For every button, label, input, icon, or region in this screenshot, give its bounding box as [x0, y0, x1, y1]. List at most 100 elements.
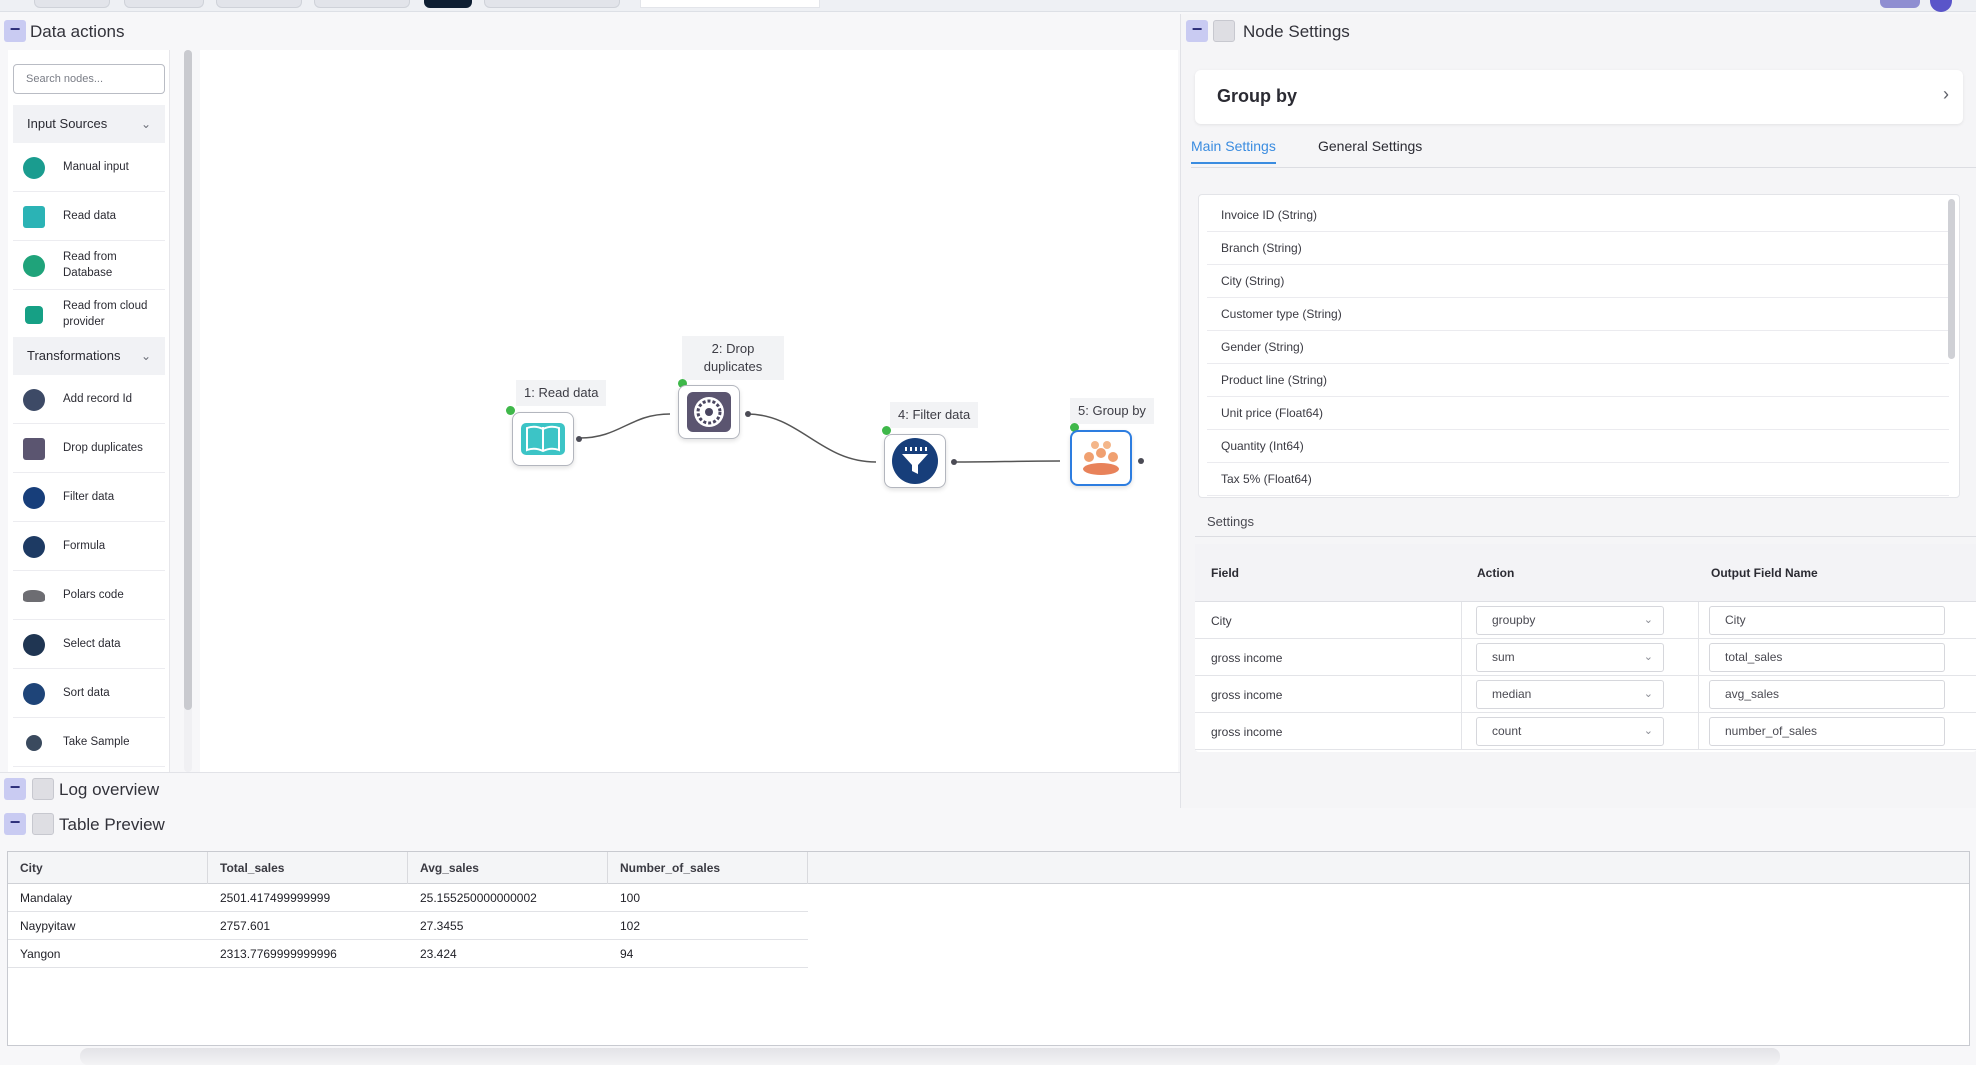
sidebar-item-label: Filter data — [63, 491, 115, 503]
action-select-value: median — [1492, 687, 1532, 701]
list-item[interactable]: Gender (String) — [1207, 331, 1949, 364]
horizontal-scrollbar[interactable] — [80, 1048, 1780, 1065]
data-actions-title: Data actions — [30, 22, 125, 41]
sidebar-item-read-database[interactable]: Read from Database — [13, 241, 165, 290]
table-cell: 2757.601 — [220, 919, 271, 933]
toolbar-button-2[interactable] — [124, 0, 204, 8]
avatar[interactable] — [1930, 0, 1952, 12]
toolbar-button-5[interactable] — [484, 0, 620, 8]
node-output-port[interactable] — [745, 411, 751, 417]
list-item[interactable]: Product line (String) — [1207, 364, 1949, 397]
flow-canvas[interactable]: 1: Read data 2: Drop duplicates 4: Filte… — [200, 50, 1178, 772]
action-select[interactable]: groupby⌄ — [1476, 606, 1664, 635]
table-row: Yangon 2313.7769999999996 23.424 94 — [8, 940, 808, 968]
action-select-value: count — [1492, 724, 1522, 738]
node-output-port[interactable] — [576, 436, 582, 442]
column-header[interactable]: Avg_sales — [408, 852, 608, 884]
node-type-title: Group by — [1217, 86, 1297, 106]
sidebar-item-manual-input[interactable]: Manual input — [13, 143, 165, 192]
node-header-card[interactable]: Group by › — [1195, 70, 1963, 124]
settings-section-label: Settings — [1207, 514, 1254, 529]
list-item[interactable]: Tax 5% (Float64) — [1207, 463, 1949, 496]
column-header[interactable]: Total_sales — [208, 852, 408, 884]
group-transformations[interactable]: Transformations ⌄ — [13, 337, 165, 375]
node-output-port[interactable] — [1138, 458, 1144, 464]
sidebar-item-formula[interactable]: Formula — [13, 522, 165, 571]
node-filter-data[interactable] — [884, 434, 946, 488]
sidebar-scrollbar[interactable] — [184, 50, 192, 772]
divider — [1461, 676, 1462, 712]
sidebar-item-polars-code[interactable]: Polars code — [13, 571, 165, 620]
action-select[interactable]: sum⌄ — [1476, 643, 1664, 672]
node-output-port[interactable] — [951, 459, 957, 465]
group-input-sources[interactable]: Input Sources ⌄ — [13, 105, 165, 143]
toolbar-pill[interactable] — [1880, 0, 1920, 8]
tab-general-settings[interactable]: General Settings — [1318, 138, 1423, 154]
table-cell: Mandalay — [20, 891, 73, 905]
toolbar-flow-name[interactable] — [640, 0, 820, 8]
chevron-down-icon: ⌄ — [140, 349, 151, 363]
sidebar-item-label: Sort data — [63, 687, 110, 699]
list-item[interactable]: Branch (String) — [1207, 232, 1949, 265]
toolbar-button-3[interactable] — [216, 0, 302, 8]
chevron-down-icon: ⌄ — [140, 117, 151, 131]
node-input-port[interactable] — [506, 406, 515, 415]
sidebar-item-select-data[interactable]: Select data — [13, 620, 165, 669]
table-row: Naypyitaw 2757.601 27.3455 102 — [8, 912, 808, 940]
tab-main-settings[interactable]: Main Settings — [1191, 138, 1276, 164]
column-list-scrollbar[interactable] — [1948, 199, 1955, 359]
chevron-right-icon[interactable]: › — [1943, 84, 1949, 104]
collapse-log-overview-button[interactable]: − — [4, 778, 26, 800]
action-select[interactable]: median⌄ — [1476, 680, 1664, 709]
column-header[interactable]: Number_of_sales — [608, 852, 808, 884]
node-group-by[interactable] — [1070, 430, 1132, 486]
column-header[interactable]: City — [8, 852, 208, 884]
action-select[interactable]: count ⌄ — [1476, 717, 1664, 746]
collapse-data-actions-button[interactable]: − — [4, 20, 26, 42]
sort-icon — [23, 683, 45, 705]
pin-table-preview-button[interactable] — [32, 813, 54, 835]
list-item[interactable]: Customer type (String) — [1207, 298, 1949, 331]
node-read-data[interactable] — [512, 412, 574, 466]
toolbar-button-run[interactable] — [424, 0, 472, 8]
sidebar-item-drop-duplicates[interactable]: Drop duplicates — [13, 424, 165, 473]
sidebar-item-read-data[interactable]: Read data — [13, 192, 165, 241]
sidebar-scrollbar-thumb[interactable] — [184, 50, 192, 710]
output-field-input[interactable]: number_of_sales — [1709, 717, 1945, 746]
node-label-group-by: 5: Group by — [1070, 398, 1154, 424]
sidebar-item-add-record-id[interactable]: Add record Id — [13, 375, 165, 424]
toolbar-button-1[interactable] — [34, 0, 110, 8]
pin-log-overview-button[interactable] — [32, 778, 54, 800]
select-icon — [23, 634, 45, 656]
aggregation-table-header: Field Action Output Field Name — [1195, 544, 1976, 602]
pin-node-settings-button[interactable] — [1213, 20, 1235, 42]
column-selector-list[interactable]: Invoice ID (String) Branch (String) City… — [1198, 194, 1960, 498]
collapse-table-preview-button[interactable]: − — [4, 813, 26, 835]
sidebar-item-filter-data[interactable]: Filter data — [13, 473, 165, 522]
search-input[interactable]: Search nodes... — [13, 64, 165, 94]
database-icon — [23, 255, 45, 277]
output-field-input[interactable]: City — [1709, 606, 1945, 635]
sidebar-item-take-sample[interactable]: Take Sample — [13, 718, 165, 767]
sidebar-item-read-cloud[interactable]: Read from cloud provider — [13, 290, 165, 339]
toolbar-button-4[interactable] — [314, 0, 410, 8]
chevron-down-icon: ⌄ — [1643, 725, 1653, 737]
group-by-icon — [1083, 441, 1119, 475]
node-input-port[interactable] — [678, 379, 687, 388]
list-item[interactable]: Quantity (Int64) — [1207, 430, 1949, 463]
node-drop-duplicates[interactable] — [678, 385, 740, 439]
node-settings-title: Node Settings — [1243, 22, 1350, 41]
sidebar-item-sort-data[interactable]: Sort data — [13, 669, 165, 718]
output-field-input[interactable]: avg_sales — [1709, 680, 1945, 709]
node-label-filter-data: 4: Filter data — [890, 402, 979, 428]
output-field-input[interactable]: total_sales — [1709, 643, 1945, 672]
list-item[interactable]: Invoice ID (String) — [1207, 199, 1949, 232]
divider — [1698, 639, 1699, 675]
action-select-value: groupby — [1492, 613, 1536, 627]
node-input-port[interactable] — [882, 426, 891, 435]
list-item[interactable]: City (String) — [1207, 265, 1949, 298]
list-item[interactable]: Unit price (Float64) — [1207, 397, 1949, 430]
collapse-node-settings-button[interactable]: − — [1186, 20, 1208, 42]
node-input-port[interactable] — [1070, 423, 1079, 432]
chevron-down-icon: ⌄ — [1643, 651, 1653, 663]
